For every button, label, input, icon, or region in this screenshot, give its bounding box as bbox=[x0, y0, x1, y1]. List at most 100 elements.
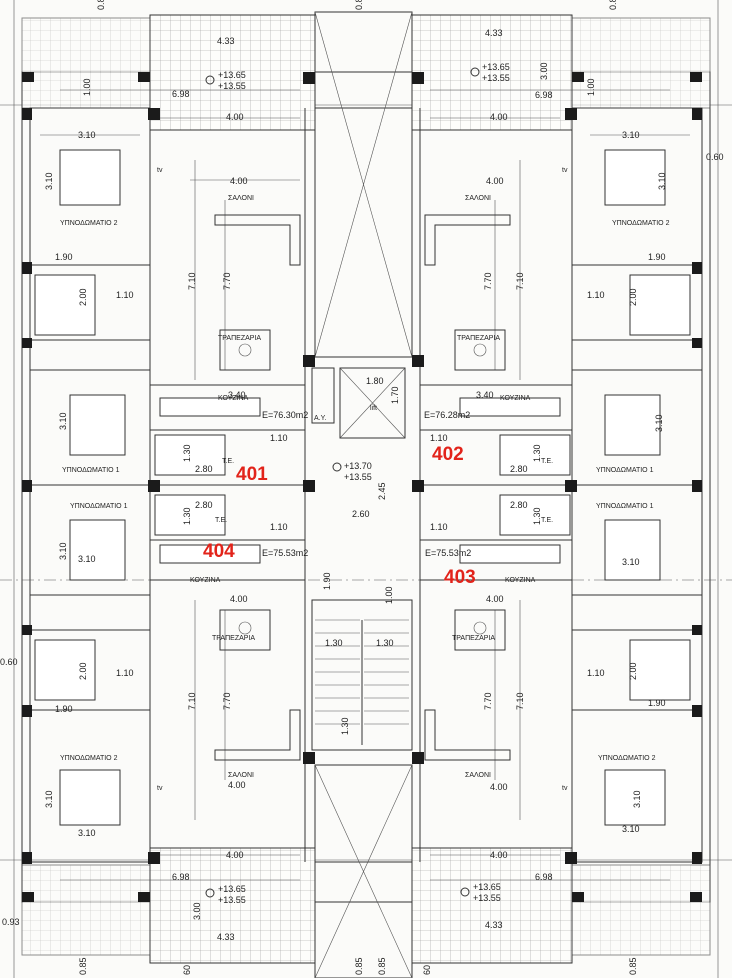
room-kitchen-401: ΚΟΥΖΙΝΑ bbox=[218, 395, 249, 402]
level-marker-bottom-right: +13.65 +13.55 bbox=[460, 882, 501, 903]
tv-label-402: tv bbox=[562, 167, 568, 174]
columns bbox=[22, 72, 702, 902]
svg-text:3.10: 3.10 bbox=[58, 412, 68, 430]
staircase bbox=[311, 599, 413, 751]
room-te-403: Τ.Ε. bbox=[541, 517, 553, 524]
svg-text:3.40: 3.40 bbox=[476, 390, 494, 400]
area-404: E=75.53m2 bbox=[262, 548, 308, 558]
dimension-lines bbox=[40, 89, 690, 881]
room-living-401: ΣΑΛΟΝΙ bbox=[228, 195, 254, 202]
svg-text:1.00: 1.00 bbox=[586, 78, 596, 96]
svg-text:1.10: 1.10 bbox=[430, 522, 448, 532]
svg-text:6.98: 6.98 bbox=[535, 90, 553, 100]
svg-text:0.60: 0.60 bbox=[0, 657, 18, 667]
svg-text:3.10: 3.10 bbox=[622, 557, 640, 567]
svg-text:2.00: 2.00 bbox=[78, 662, 88, 680]
bathrooms bbox=[34, 274, 691, 701]
svg-text:7.70: 7.70 bbox=[483, 692, 493, 710]
svg-text:2.00: 2.00 bbox=[78, 288, 88, 306]
svg-text:3.10: 3.10 bbox=[78, 130, 96, 140]
room-living-402: ΣΑΛΟΝΙ bbox=[465, 195, 491, 202]
level-marker-core: +13.70 +13.55 bbox=[332, 461, 372, 482]
svg-text:4.00: 4.00 bbox=[230, 176, 248, 186]
svg-text:+13.55: +13.55 bbox=[344, 472, 372, 482]
room-bedroom2-tl: ΥΠΝΟΔΩΜΑΤΙΟ 2 bbox=[60, 220, 118, 227]
svg-text:4.00: 4.00 bbox=[486, 594, 504, 604]
balcony-bottom-right bbox=[411, 847, 573, 964]
svg-text:1.10: 1.10 bbox=[270, 522, 288, 532]
svg-text:0.85: 0.85 bbox=[628, 957, 638, 975]
level-marker-top-right: +13.65 +13.55 bbox=[470, 62, 510, 83]
dining-table-402 bbox=[454, 329, 506, 371]
svg-text:7.70: 7.70 bbox=[222, 272, 232, 290]
svg-text:0.85: 0.85 bbox=[96, 0, 106, 10]
svg-text:1.90: 1.90 bbox=[648, 698, 666, 708]
svg-text:0.60: 0.60 bbox=[706, 152, 724, 162]
svg-text:4.33: 4.33 bbox=[217, 36, 235, 46]
svg-text:3.10: 3.10 bbox=[654, 414, 664, 432]
svg-text:60: 60 bbox=[182, 965, 192, 975]
room-bedroom2-bl: ΥΠΝΟΔΩΜΑΤΙΟ 2 bbox=[60, 755, 118, 762]
svg-text:+13.55: +13.55 bbox=[218, 895, 246, 905]
svg-text:6.98: 6.98 bbox=[535, 872, 553, 882]
room-bedroom1-r403: ΥΠΝΟΔΩΜΑΤΙΟ 1 bbox=[596, 503, 654, 510]
svg-text:0.85: 0.85 bbox=[78, 957, 88, 975]
svg-text:1.30: 1.30 bbox=[182, 507, 192, 525]
svg-text:1.90: 1.90 bbox=[55, 252, 73, 262]
room-ay: Α.Υ. bbox=[314, 415, 326, 422]
svg-text:1.30: 1.30 bbox=[340, 717, 350, 735]
ay-shaft bbox=[311, 367, 335, 424]
svg-text:3.10: 3.10 bbox=[44, 790, 54, 808]
svg-text:4.00: 4.00 bbox=[490, 112, 508, 122]
beds bbox=[59, 149, 666, 826]
svg-text:4.00: 4.00 bbox=[226, 112, 244, 122]
svg-text:2.80: 2.80 bbox=[510, 464, 528, 474]
svg-text:2.60: 2.60 bbox=[352, 509, 370, 519]
svg-text:4.33: 4.33 bbox=[485, 920, 503, 930]
svg-text:+13.65: +13.65 bbox=[473, 882, 501, 892]
svg-text:7.10: 7.10 bbox=[187, 272, 197, 290]
svg-text:1.90: 1.90 bbox=[55, 704, 73, 714]
lift-shaft bbox=[339, 367, 406, 439]
svg-text:1.70: 1.70 bbox=[390, 386, 400, 404]
svg-text:4.33: 4.33 bbox=[217, 932, 235, 942]
svg-text:2.80: 2.80 bbox=[510, 500, 528, 510]
room-lift: lift bbox=[370, 405, 377, 412]
svg-text:2.80: 2.80 bbox=[195, 464, 213, 474]
svg-text:1.80: 1.80 bbox=[366, 376, 384, 386]
tv-label-403: tv bbox=[562, 785, 568, 792]
svg-text:2.00: 2.00 bbox=[628, 288, 638, 306]
room-te-401: Τ.Ε. bbox=[222, 458, 234, 465]
svg-text:3.10: 3.10 bbox=[632, 790, 642, 808]
tv-label-401: tv bbox=[157, 167, 163, 174]
svg-text:3.10: 3.10 bbox=[58, 542, 68, 560]
svg-text:3.10: 3.10 bbox=[657, 172, 667, 190]
light-well-bottom bbox=[314, 764, 413, 978]
svg-text:2.80: 2.80 bbox=[195, 500, 213, 510]
svg-text:3.10: 3.10 bbox=[44, 172, 54, 190]
svg-text:0.85: 0.85 bbox=[354, 957, 364, 975]
svg-text:7.10: 7.10 bbox=[515, 272, 525, 290]
room-kitchen-403: ΚΟΥΖΙΝΑ bbox=[505, 577, 536, 584]
room-te-404: Τ.Ε. bbox=[215, 517, 227, 524]
svg-text:1.10: 1.10 bbox=[116, 290, 134, 300]
svg-text:1.10: 1.10 bbox=[116, 668, 134, 678]
unit-label-402: 402 bbox=[432, 444, 464, 465]
area-401: E=76.30m2 bbox=[262, 410, 308, 420]
partition-walls bbox=[30, 108, 702, 862]
level-marker-bottom-left: +13.65 +13.55 bbox=[205, 884, 246, 905]
svg-text:7.10: 7.10 bbox=[515, 692, 525, 710]
balcony-top-right bbox=[411, 14, 573, 131]
svg-text:1.30: 1.30 bbox=[532, 507, 542, 525]
svg-text:+13.65: +13.65 bbox=[218, 884, 246, 894]
room-living-403: ΣΑΛΟΝΙ bbox=[465, 772, 491, 779]
dining-table-403 bbox=[454, 609, 506, 651]
svg-text:1.90: 1.90 bbox=[322, 572, 332, 590]
room-dining-401: ΤΡΑΠΕΖΑΡΙΑ bbox=[218, 335, 261, 342]
room-dining-403: ΤΡΑΠΕΖΑΡΙΑ bbox=[452, 635, 495, 642]
dining-table-401 bbox=[219, 329, 271, 371]
balcony-bottom-left bbox=[149, 847, 316, 964]
